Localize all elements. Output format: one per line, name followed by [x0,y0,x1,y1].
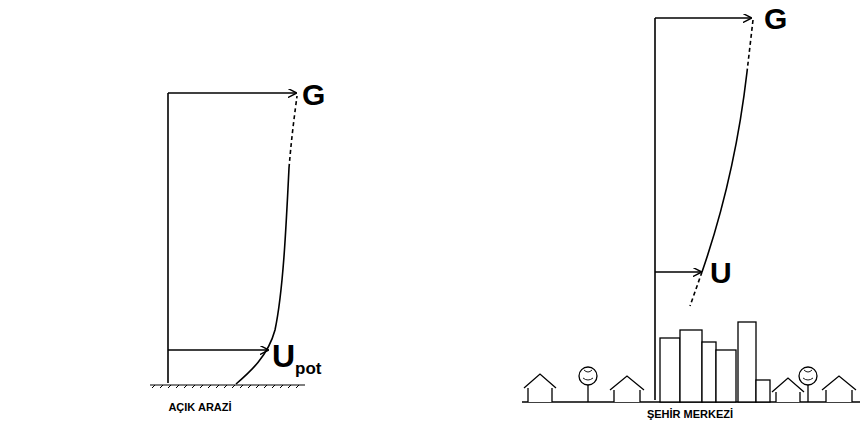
gradient-wind-arrow [168,92,296,94]
buildings [660,322,770,402]
surface-wind-arrow [168,349,268,351]
height-axis [167,93,169,383]
gradient-wind-label: G [302,80,325,110]
ground-line [150,384,305,385]
open-terrain-profile [150,93,305,388]
gradient-wind-arrow [655,17,751,19]
terrain-caption: ŞEHİR MERKEZİ [647,409,733,420]
wind-profile-dashed [289,96,297,168]
ground-hatch [152,385,299,388]
local-wind-arrow [655,271,701,273]
city-centre-profile [522,18,860,402]
trees [579,367,817,402]
wind-profile-dashed [690,272,702,306]
wind-subscript: pot [295,360,321,377]
terrain-caption: AÇIK ARAZİ [168,402,231,413]
wind-speed-label: U [272,340,295,372]
wind-profile-curve [702,72,747,272]
wind-speed-label: U [710,258,732,288]
height-axis [654,18,656,400]
gradient-wind-label: G [764,4,787,34]
wind-profile-dashed [747,20,753,72]
